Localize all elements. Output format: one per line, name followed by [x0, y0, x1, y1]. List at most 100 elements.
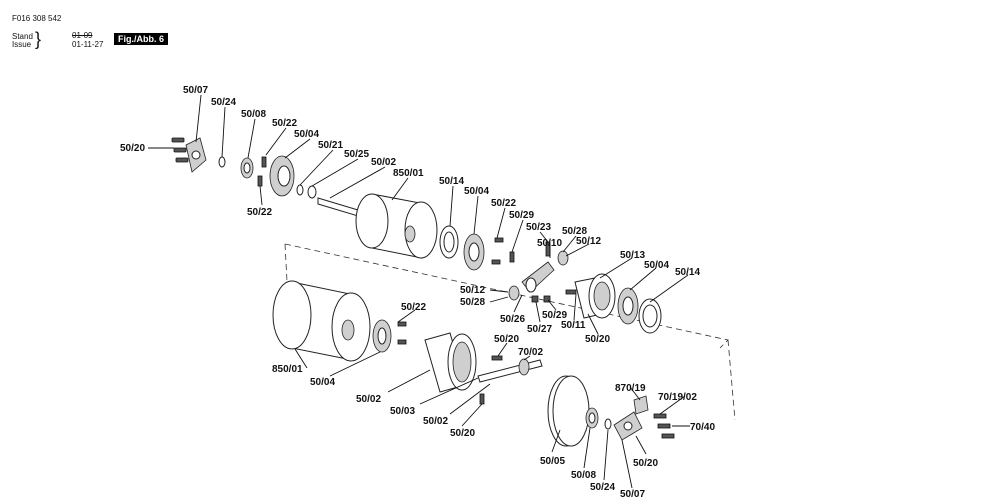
part-label-50-22: 50/22	[247, 207, 272, 218]
lever-part	[521, 261, 555, 293]
part-label-50-22: 50/22	[272, 118, 297, 129]
part-label-50-07: 50/07	[620, 489, 645, 499]
o-ring-part-bottom	[604, 418, 612, 430]
part-label-50-24: 50/24	[211, 97, 236, 108]
flange-part-bottom	[613, 411, 643, 441]
part-label-50-14: 50/14	[439, 176, 464, 187]
part-label-50-20: 50/20	[120, 143, 145, 154]
flange-part-top	[185, 137, 207, 173]
ring-part	[307, 185, 317, 199]
screw-part	[657, 423, 671, 429]
part-labels: 50/07 50/24 50/08 50/22 50/04 50/21 50/2…	[120, 85, 715, 499]
shaft-part-bottom	[477, 359, 543, 383]
screw-part	[397, 339, 407, 345]
part-label-50-02: 50/02	[423, 416, 448, 427]
stand-date: 01-09	[72, 31, 93, 40]
part-label-50-10: 50/10	[537, 238, 562, 249]
pinion-part	[518, 358, 530, 376]
part-label-50-08: 50/08	[241, 109, 266, 120]
drum-part-top	[355, 193, 438, 259]
part-label-50-04: 50/04	[464, 186, 489, 197]
doc-number: F016 308 542	[12, 14, 62, 23]
part-label-50-29: 50/29	[509, 210, 534, 221]
part-label-50-21: 50/21	[318, 140, 343, 151]
seal-part-right	[638, 298, 662, 334]
nut-part	[531, 295, 539, 303]
part-label-50-28: 50/28	[460, 297, 485, 308]
part-label-50-05: 50/05	[540, 456, 565, 467]
part-label-850-01: 850/01	[393, 168, 424, 179]
assembly-outline	[284, 243, 736, 421]
part-label-50-14: 50/14	[675, 267, 700, 278]
part-label-50-20: 50/20	[585, 334, 610, 345]
part-label-50-26: 50/26	[500, 314, 525, 325]
part-label-50-13: 50/13	[620, 250, 645, 261]
part-label-50-02: 50/02	[356, 394, 381, 405]
part-label-50-03: 50/03	[390, 406, 415, 417]
roller-part	[508, 285, 520, 301]
part-label-70-02: 70/02	[518, 347, 543, 358]
screw-part	[397, 321, 407, 327]
screw-part	[175, 157, 189, 163]
nut-part	[543, 295, 551, 303]
screw-part	[565, 289, 577, 295]
issue-date: 01-11-27	[72, 40, 104, 49]
ring-part	[296, 184, 304, 196]
part-label-70-19-02: 70/19/02	[658, 392, 697, 403]
screw-part	[494, 237, 504, 243]
bracket-part	[633, 395, 649, 415]
screw-part	[653, 413, 667, 419]
part-label-50-04: 50/04	[294, 129, 319, 140]
screw-part	[661, 433, 675, 439]
screw-part	[173, 147, 187, 153]
issue-label: Issue	[12, 40, 32, 49]
bearing-part-bottom	[585, 407, 599, 429]
screw-part	[491, 259, 501, 265]
part-label-50-20: 50/20	[494, 334, 519, 345]
screw-part	[261, 156, 267, 168]
screw-part	[509, 251, 515, 263]
part-label-50-22: 50/22	[491, 198, 516, 209]
part-label-50-02: 50/02	[371, 157, 396, 168]
stand-label: Stand	[12, 32, 33, 41]
part-label-50-20: 50/20	[450, 428, 475, 439]
figure-badge: Fig./Abb. 6	[114, 33, 168, 45]
screw-part	[257, 175, 263, 187]
housing-part-right	[574, 273, 616, 319]
part-label-50-22: 50/22	[401, 302, 426, 313]
screw-part	[171, 137, 185, 143]
part-label-50-25: 50/25	[344, 149, 369, 160]
part-label-50-24: 50/24	[590, 482, 615, 493]
part-label-50-04: 50/04	[310, 377, 335, 388]
gear-part-top	[463, 233, 485, 271]
bearing-part	[240, 157, 254, 179]
part-label-50-29: 50/29	[542, 310, 567, 321]
part-label-50-08: 50/08	[571, 470, 596, 481]
part-label-50-23: 50/23	[526, 222, 551, 233]
part-label-50-11: 50/11	[561, 320, 586, 331]
drum-part-bottom	[272, 280, 371, 362]
gear-part-right	[617, 287, 639, 325]
roller-part	[557, 250, 569, 266]
screw-part	[491, 355, 503, 361]
part-label-50-12: 50/12	[460, 285, 485, 296]
part-label-50-07: 50/07	[183, 85, 208, 96]
part-label-50-20: 50/20	[633, 458, 658, 469]
end-plate-part	[547, 375, 590, 447]
part-label-50-28: 50/28	[562, 226, 587, 237]
part-label-70-40: 70/40	[690, 422, 715, 433]
carrier-part-top	[269, 155, 295, 197]
part-label-50-04: 50/04	[644, 260, 669, 271]
ring-gear-housing-part	[424, 332, 477, 393]
o-ring-part	[218, 156, 226, 168]
shaft-part-top	[317, 197, 359, 217]
screw-part	[479, 393, 485, 405]
part-label-50-12: 50/12	[576, 236, 601, 247]
part-label-870-19: 870/19	[615, 383, 646, 394]
gear-part-bottom	[372, 319, 392, 353]
brace-mark: }	[35, 29, 42, 49]
seal-part-top	[439, 225, 459, 259]
leader-lines	[148, 94, 690, 489]
part-label-50-27: 50/27	[527, 324, 552, 335]
